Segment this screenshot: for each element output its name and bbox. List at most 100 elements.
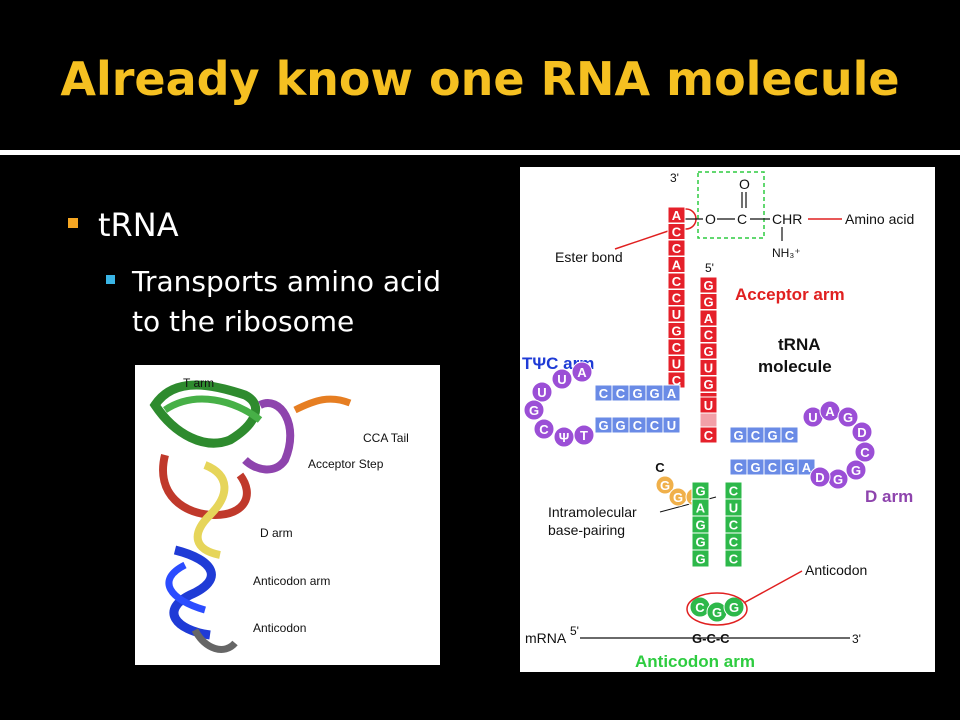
- t-loop-nuc-5: Ψ: [553, 426, 575, 448]
- t-arm-ribbon: [149, 380, 261, 448]
- trna-label-line1: tRNA: [778, 335, 821, 354]
- acceptor-left-nuc-1: C: [667, 223, 686, 240]
- t-bottom-nuc-0: G: [594, 416, 613, 434]
- t-loop-nuc-2: U: [531, 381, 553, 403]
- var-loop-nuc-1-circle: [655, 475, 675, 495]
- t-loop-nuc-0-circle: [571, 361, 593, 383]
- t-loop-nuc-2-text: U: [537, 385, 546, 400]
- ac-right-nuc-2: C: [724, 515, 743, 534]
- d-loop-nuc-3: D: [851, 421, 873, 443]
- acceptor-right-nuc-2: A: [699, 309, 718, 327]
- sub-bullet-marker: [106, 275, 115, 284]
- acceptor-arm-label: Acceptor arm: [735, 285, 845, 304]
- acceptor-left-nuc-3-text: A: [672, 258, 682, 273]
- ac-left-nuc-0-text: G: [695, 484, 705, 499]
- chem-o-top: O: [739, 176, 750, 192]
- acceptor-left-nuc-2: C: [667, 239, 686, 257]
- ac-left-nuc-4-text: G: [695, 552, 705, 567]
- var-loop-nuc-0-text: C: [655, 460, 665, 475]
- acceptor-left-nuc-1-text: C: [672, 225, 682, 240]
- bullet-trna: tRNA: [68, 206, 179, 244]
- pair-extra-nuc-0-box: [699, 396, 718, 414]
- d-loop-nuc-7: D: [809, 466, 831, 488]
- t-loop-nuc-0: A: [571, 361, 593, 383]
- acceptor-left-nuc-8-text: C: [672, 340, 682, 355]
- sub-bullet: Transports amino acid to the ribosome: [106, 262, 476, 342]
- var-loop-nuc-2: G: [668, 487, 688, 507]
- var-loop-nuc-0: C: [650, 457, 670, 477]
- acceptor-ribbon: [242, 399, 295, 474]
- acceptor-left-nuc-8: C: [667, 338, 686, 356]
- var-loop-nuc-1-text: G: [660, 478, 670, 493]
- ac-loop-nuc-2: G: [723, 596, 745, 618]
- label-cca-tail: CCA Tail: [363, 431, 409, 445]
- d-bottom-nuc-0-text: C: [734, 460, 744, 475]
- pair-extra-nuc-1: C: [699, 426, 718, 444]
- acceptor-right-nuc-6-text: G: [703, 377, 713, 392]
- trna-label-line2: molecule: [758, 357, 832, 376]
- anticodon-arm-ribbon: [169, 545, 216, 640]
- acceptor-left-nuc-9: U: [667, 355, 686, 372]
- ac-right-nuc-0-text: C: [729, 484, 739, 499]
- label-anticodon: Anticodon: [253, 621, 306, 635]
- t-loop-nuc-6-text: T: [580, 428, 588, 443]
- t-loop-nuc-3-circle: [523, 399, 545, 421]
- d-arm-ribbon: [159, 454, 251, 520]
- d-top-nuc-2-text: G: [767, 428, 777, 443]
- var-loop-nuc-0-circle: [650, 457, 670, 477]
- ac-right-nuc-2-text: C: [729, 518, 739, 533]
- d-arm-label: D arm: [865, 487, 913, 506]
- acceptor-left-nuc-0-text: A: [672, 208, 682, 223]
- nucleotide-layer: ACCACCUGCUCGGACGUGUCCGGAGGCCUAUUGCΨTGCGC…: [523, 206, 876, 626]
- t-loop-nuc-3: G: [523, 399, 545, 421]
- anticodon-arm-ribbon-2: [165, 561, 207, 614]
- ac-right-nuc-1: U: [724, 498, 743, 517]
- chem-chr: CHR: [772, 211, 802, 227]
- t-loop-nuc-4: C: [533, 418, 555, 440]
- t-loop-nuc-6-circle: [573, 424, 595, 446]
- d-top-nuc-1: C: [746, 426, 765, 444]
- bullet-marker: [68, 218, 78, 228]
- ac-left-nuc-3: G: [691, 532, 710, 551]
- acceptor-right-nuc-2-text: A: [704, 311, 714, 326]
- ac-left-nuc-2-text: G: [695, 518, 705, 533]
- ac-right-nuc-4-box: [724, 549, 743, 568]
- t-top-nuc-2-text: G: [632, 386, 642, 401]
- t-arm-ribbon-2: [163, 395, 263, 423]
- t-top-nuc-0: C: [594, 384, 613, 402]
- acceptor-right-nuc-3: C: [699, 326, 718, 343]
- d-bottom-nuc-3: G: [780, 458, 799, 476]
- pair-extra-nuc-0: U: [699, 396, 718, 414]
- ac-loop-nuc-1-text: G: [712, 605, 722, 620]
- five-prime-label: 5': [705, 261, 714, 275]
- ac-loop-nuc-2-circle: [723, 596, 745, 618]
- acceptor-left-nuc-7: G: [667, 322, 686, 339]
- t-loop-nuc-6: T: [573, 424, 595, 446]
- trna-cloverleaf-figure: 3' O C O CHR NH₃⁺ Amino acid Ester bond …: [520, 167, 935, 672]
- pair-extra-nuc-1-text: C: [704, 428, 714, 443]
- acceptor-left-nuc-7-text: G: [671, 324, 681, 339]
- trna-3d-figure: T arm CCA Tail Acceptor Step D arm Antic…: [135, 365, 440, 665]
- d-bottom-nuc-4: A: [797, 458, 816, 476]
- t-bottom-nuc-0-text: G: [598, 418, 608, 433]
- bullet-trna-text: tRNA: [98, 206, 179, 244]
- ac-left-nuc-4: G: [691, 549, 710, 568]
- d-loop-nuc-1-text: A: [825, 404, 835, 419]
- t-bottom-nuc-3: C: [645, 416, 664, 434]
- label-t-arm: T arm: [183, 376, 214, 390]
- intramolecular-label-line2: base-pairing: [548, 522, 625, 538]
- title-divider: [0, 150, 960, 155]
- d-top-nuc-0-text: G: [733, 428, 743, 443]
- mrna-5prime: 5': [570, 624, 579, 638]
- acceptor-left-nuc-6: U: [667, 305, 686, 323]
- d-top-nuc-2: G: [763, 426, 782, 444]
- acceptor-right-nuc-5: U: [699, 359, 718, 376]
- d-loop-nuc-5: G: [845, 459, 867, 481]
- label-d-arm: D arm: [260, 526, 293, 540]
- d-bottom-nuc-1-text: G: [750, 460, 760, 475]
- anticodon-pointer: [739, 570, 803, 606]
- t-bottom-nuc-4: U: [662, 416, 681, 434]
- ac-right-nuc-3-text: C: [729, 535, 739, 550]
- ac-right-nuc-3: C: [724, 532, 743, 551]
- mrna-label: mRNA: [525, 630, 567, 646]
